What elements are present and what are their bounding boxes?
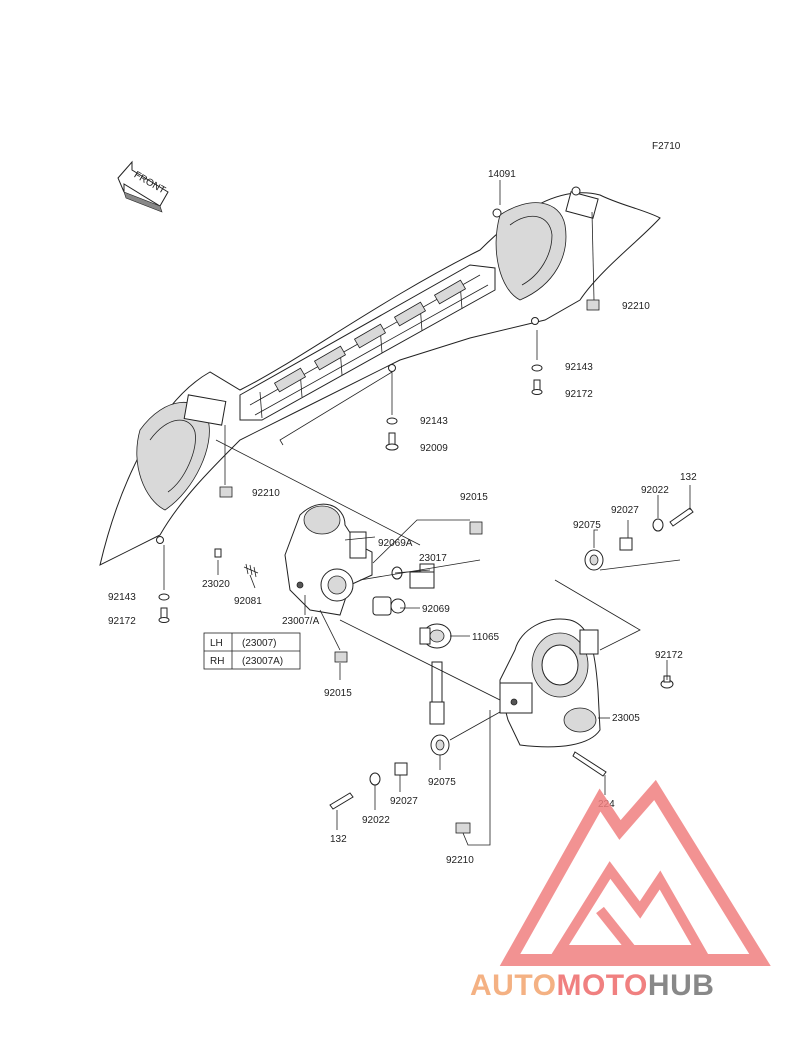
washer-92143-top <box>531 364 543 372</box>
spring-92081 <box>243 563 259 578</box>
label-23005: 23005 <box>612 713 640 724</box>
label-14091: 14091 <box>488 169 516 180</box>
watermark-logo <box>499 779 771 966</box>
collar-92027-bot <box>394 762 408 776</box>
label-92143-top: 92143 <box>565 362 593 373</box>
label-92009: 92009 <box>420 443 448 454</box>
label-92027-right: 92027 <box>611 505 639 516</box>
watermark-part1: AUTO <box>470 969 556 1002</box>
clip-92210-top <box>586 299 600 311</box>
washer-92143-mid <box>386 417 398 425</box>
side-table-rh-code: (23007A) <box>242 656 283 667</box>
bulb-11065 <box>419 623 452 725</box>
label-92015-top: 92015 <box>460 492 488 503</box>
bolt-224 <box>572 751 607 777</box>
label-92172-top: 92172 <box>565 389 593 400</box>
watermark-part3: HUB <box>648 969 715 1002</box>
watermark-text: AUTOMOTOHUB <box>470 969 714 1002</box>
label-92022-right: 92022 <box>641 485 669 496</box>
label-92210-bot: 92210 <box>446 855 474 866</box>
label-92172-left: 92172 <box>108 616 136 627</box>
grommet-92075-right <box>584 549 604 571</box>
washer-92022-right <box>652 518 664 532</box>
screw-92009 <box>385 432 399 451</box>
washer-92022-bot <box>369 772 381 786</box>
label-92075-right: 92075 <box>573 520 601 531</box>
screw-92172-top <box>531 379 543 395</box>
clip-92015-top <box>469 521 483 535</box>
grommet-92075-bot <box>430 734 450 756</box>
washer-92143-left <box>158 593 170 601</box>
label-92210-left: 92210 <box>252 488 280 499</box>
label-23017: 23017 <box>419 553 447 564</box>
label-132-right: 132 <box>680 472 697 483</box>
label-92022-bot: 92022 <box>362 815 390 826</box>
screw-92172-left <box>158 607 170 623</box>
label-23020: 23020 <box>202 579 230 590</box>
side-table: LH (23007) RH (23007A) <box>203 632 301 670</box>
side-table-lh-code: (23007) <box>242 638 276 649</box>
label-92069A: 92069A <box>378 538 413 549</box>
headlight-right <box>499 618 601 748</box>
screw-132-right <box>669 507 694 527</box>
figure-code: F2710 <box>652 141 681 152</box>
label-92015-bot: 92015 <box>324 688 352 699</box>
svg-text:AUTOMOTOHUB: AUTOMOTOHUB <box>470 969 714 1002</box>
socket-23017 <box>409 563 435 589</box>
clip-92210-bot <box>455 822 471 834</box>
label-92075-bot: 92075 <box>428 777 456 788</box>
collar-92027-right <box>619 537 633 551</box>
watermark-part2: MOTO <box>556 969 647 1002</box>
headlight-left <box>284 503 373 616</box>
clip-92015-bot <box>334 651 348 663</box>
label-92143-left: 92143 <box>108 592 136 603</box>
label-92069: 92069 <box>422 604 450 615</box>
label-92081: 92081 <box>234 596 262 607</box>
label-92143-mid: 92143 <box>420 416 448 427</box>
label-11065: 11065 <box>472 632 500 643</box>
label-92210-top: 92210 <box>622 301 650 312</box>
headlight-cowl <box>99 186 661 566</box>
label-92027-bot: 92027 <box>390 796 418 807</box>
grille <box>239 264 496 421</box>
front-arrow-icon: FRONT <box>117 160 169 213</box>
label-92172-right: 92172 <box>655 650 683 661</box>
label-23007A: 23007/A <box>282 616 320 627</box>
label-132-bot: 132 <box>330 834 347 845</box>
bulb-92069 <box>372 596 406 616</box>
adjuster-23020 <box>214 548 222 558</box>
side-table-lh: LH <box>210 638 223 649</box>
screw-132-bot <box>329 792 354 810</box>
side-table-rh: RH <box>210 656 224 667</box>
clip-92210-left <box>219 486 233 498</box>
